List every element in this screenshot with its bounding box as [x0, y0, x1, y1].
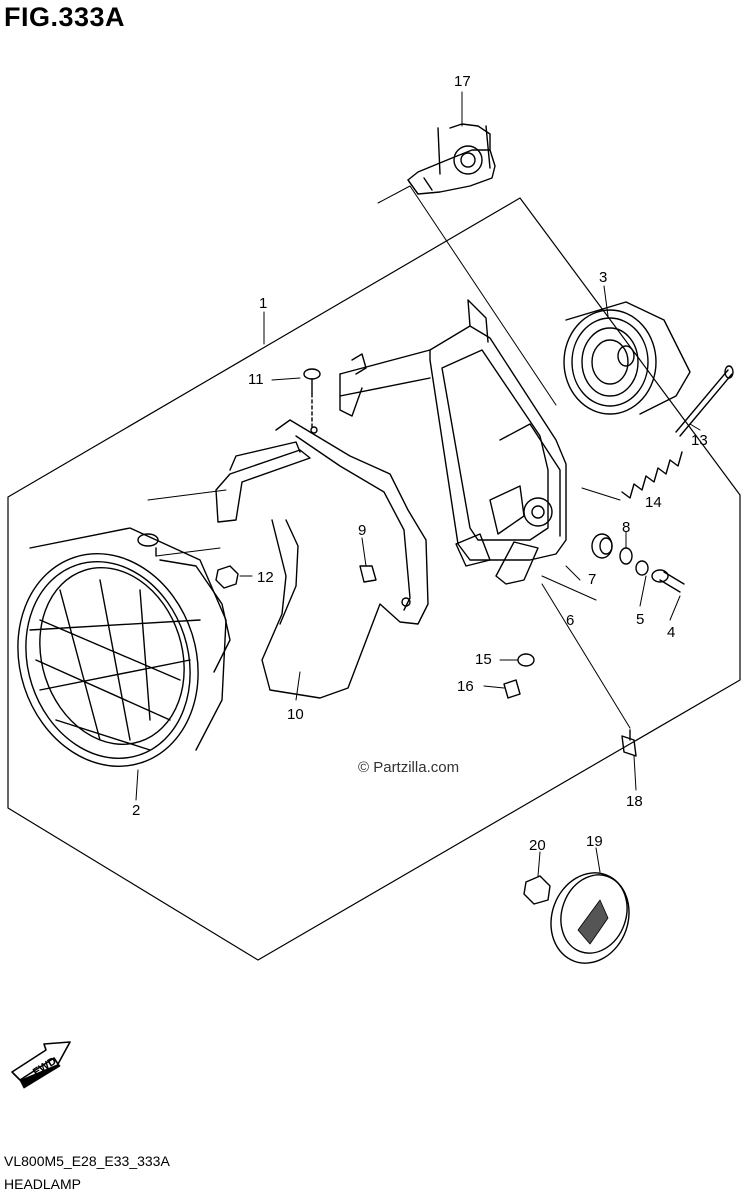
callout-13: 13	[691, 432, 708, 449]
callout-18: 18	[626, 793, 643, 810]
assembly-boundary	[7, 197, 741, 961]
grommet-part	[591, 533, 613, 559]
screw-part-11	[303, 368, 321, 429]
callout-19: 19	[586, 833, 603, 850]
screw-part-18	[621, 729, 637, 757]
grommet-part-15	[517, 653, 535, 667]
fwd-arrow-icon: FWD	[11, 1041, 71, 1089]
callout-16: 16	[457, 678, 474, 695]
spring-part	[621, 451, 683, 499]
collar-part	[619, 547, 633, 565]
callout-3: 3	[599, 269, 607, 286]
callout-10: 10	[287, 706, 304, 723]
callout-4: 4	[667, 624, 675, 641]
clip-part	[359, 565, 377, 583]
figure-title: FIG.333A	[4, 2, 126, 32]
bulb-part	[407, 123, 496, 195]
callout-2: 2	[132, 802, 140, 819]
callout-6: 6	[566, 612, 574, 629]
reflector-part	[550, 872, 630, 964]
collar-part-16	[503, 679, 521, 699]
callout-5: 5	[636, 611, 644, 628]
callout-9: 9	[358, 522, 366, 539]
callout-8: 8	[622, 519, 630, 536]
diagram-name: HEADLAMP	[4, 1176, 82, 1192]
lower-bracket-part	[215, 419, 429, 699]
reflector-nut-part	[523, 875, 551, 905]
callout-1: 1	[259, 295, 267, 312]
callout-15: 15	[475, 651, 492, 668]
callout-7: 7	[588, 571, 596, 588]
callout-labels: 17 3 1 11 13 14 8 9 12 7 6 5 4 15 16 10 …	[132, 73, 708, 854]
callout-20: 20	[529, 837, 546, 854]
adjuster-screw-part	[675, 365, 734, 437]
callout-14: 14	[645, 494, 662, 511]
mount-plate-part	[495, 541, 539, 585]
socket-cover-part	[563, 301, 691, 415]
callout-17: 17	[454, 73, 471, 90]
bolt-part-4	[651, 569, 685, 593]
diagram-code: VL800M5_E28_E33_333A	[4, 1153, 170, 1169]
leader-lines	[135, 91, 701, 877]
bulb-guide-line	[377, 185, 557, 406]
callout-12: 12	[257, 569, 274, 586]
callout-11: 11	[248, 371, 264, 388]
washer-part	[635, 560, 649, 576]
headlamp-unit-part	[17, 527, 231, 767]
nut-part	[215, 565, 239, 589]
copyright-notice: © Partzilla.com	[358, 759, 460, 776]
housing-bracket-part	[339, 299, 567, 567]
